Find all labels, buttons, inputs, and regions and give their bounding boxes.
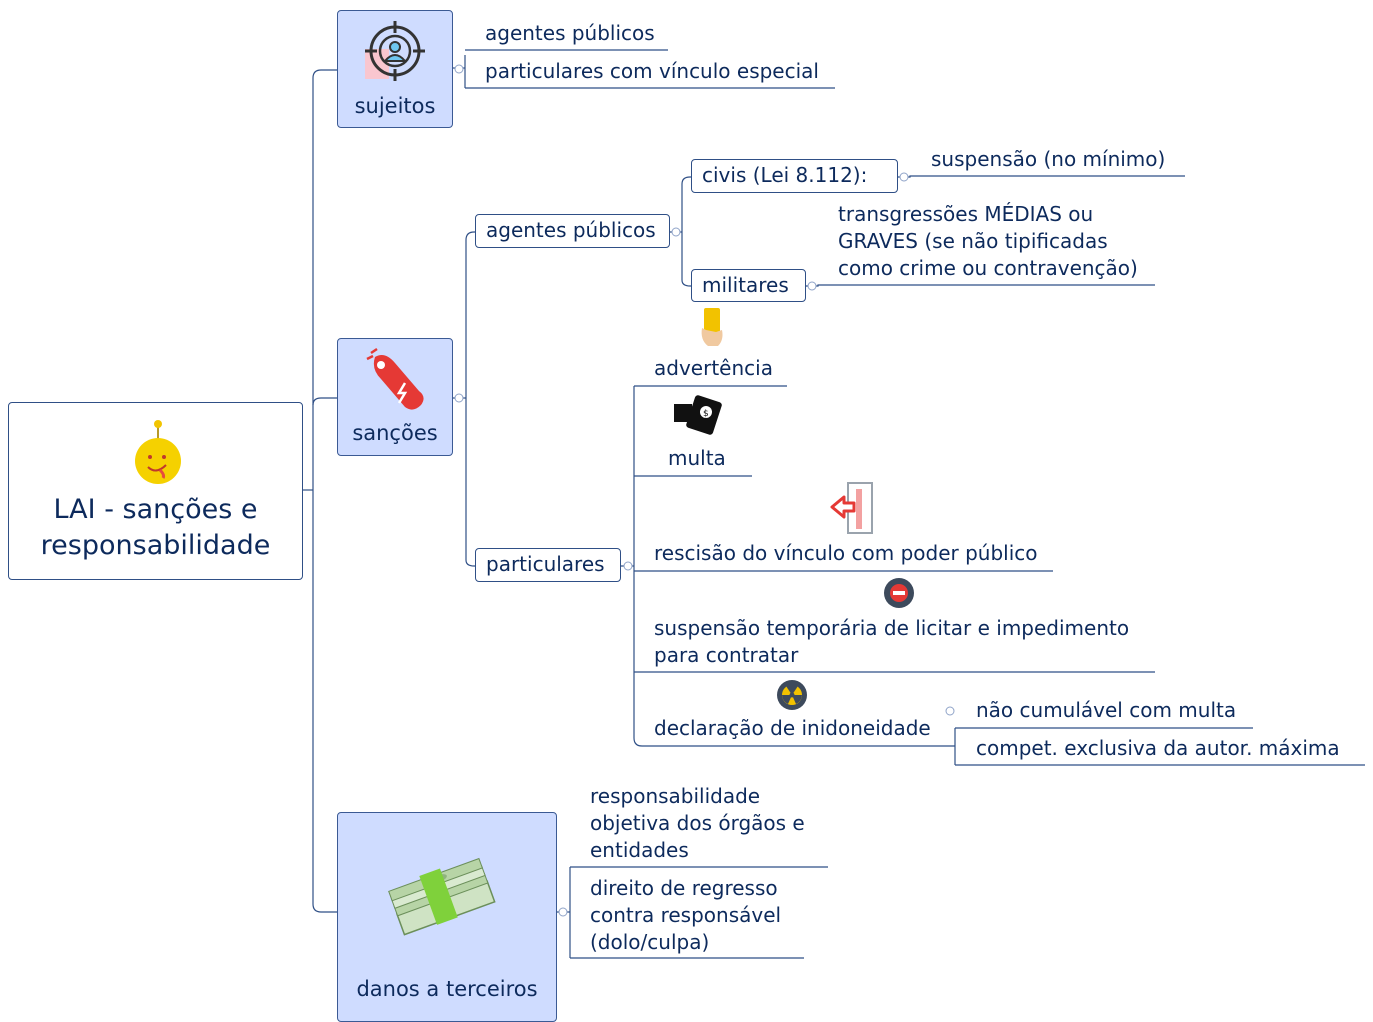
multa-item[interactable]: multa <box>668 446 726 470</box>
money-hand-icon: $ <box>674 395 722 435</box>
declaracao-item[interactable]: declaração de inidoneidade <box>654 716 931 740</box>
root-label-line2: responsabilidade <box>40 530 271 561</box>
suspensao-item-line2[interactable]: para contratar <box>654 643 799 667</box>
yellow-card-icon <box>701 308 723 346</box>
danos-item1-line3[interactable]: entidades <box>590 838 689 862</box>
civis-detail[interactable]: suspensão (no mínimo) <box>931 147 1166 171</box>
declaracao-note-1[interactable]: não cumulável com multa <box>976 698 1237 722</box>
danos-item1-line1[interactable]: responsabilidade <box>590 784 761 808</box>
danos-label: danos a terceiros <box>356 977 538 1001</box>
sujeitos-item-particulares[interactable]: particulares com vínculo especial <box>485 59 819 83</box>
sancoes-particulares-node[interactable]: particulares <box>475 548 621 582</box>
target-user-icon <box>365 21 425 81</box>
root-label-line1: LAI - sanções e <box>53 494 258 525</box>
root-topic[interactable]: LAI - sanções e responsabilidade <box>8 402 303 580</box>
danos-item1-line2[interactable]: objetiva dos órgãos e <box>590 811 805 835</box>
sujeitos-item-agentes[interactable]: agentes públicos <box>485 21 655 45</box>
sujeitos-label: sujeitos <box>354 94 436 118</box>
militares-label: militares <box>702 273 789 297</box>
civis-label: civis (Lei 8.112): <box>702 163 868 187</box>
svg-text:$: $ <box>703 409 709 419</box>
sancoes-label: sanções <box>352 421 438 445</box>
danos-item2-line3[interactable]: (dolo/culpa) <box>590 930 710 954</box>
money-stack-icon <box>388 857 496 936</box>
stop-sign-icon <box>884 578 914 608</box>
danos-item2-line2[interactable]: contra responsável <box>590 903 782 927</box>
militares-detail-line1[interactable]: transgressões MÉDIAS ou <box>838 202 1094 226</box>
militares-detail-line2[interactable]: GRAVES (se não tipificadas <box>838 229 1108 253</box>
topic-danos[interactable]: danos a terceiros <box>337 812 557 1022</box>
civis-node[interactable]: civis (Lei 8.112): <box>691 159 898 193</box>
radiation-icon <box>777 680 807 710</box>
topic-sancoes[interactable]: sanções <box>337 338 453 456</box>
exit-door-icon <box>830 482 873 534</box>
militares-detail-line3[interactable]: como crime ou contravenção) <box>838 256 1138 280</box>
smiley-face-icon <box>135 420 181 484</box>
suspensao-item-line1[interactable]: suspensão temporária de licitar e impedi… <box>654 616 1130 640</box>
taser-icon <box>366 347 424 410</box>
declaracao-note-2[interactable]: compet. exclusiva da autor. máxima <box>976 736 1340 760</box>
advertencia-item[interactable]: advertência <box>654 356 773 380</box>
sancoes-particulares-label: particulares <box>486 552 605 576</box>
rescisao-item[interactable]: rescisão do vínculo com poder público <box>654 541 1038 565</box>
sancoes-agentes-label: agentes públicos <box>486 218 656 242</box>
danos-item2-line1[interactable]: direito de regresso <box>590 876 778 900</box>
sancoes-agentes-node[interactable]: agentes públicos <box>475 214 670 248</box>
topic-sujeitos[interactable]: sujeitos <box>337 10 453 128</box>
militares-node[interactable]: militares <box>691 269 806 302</box>
